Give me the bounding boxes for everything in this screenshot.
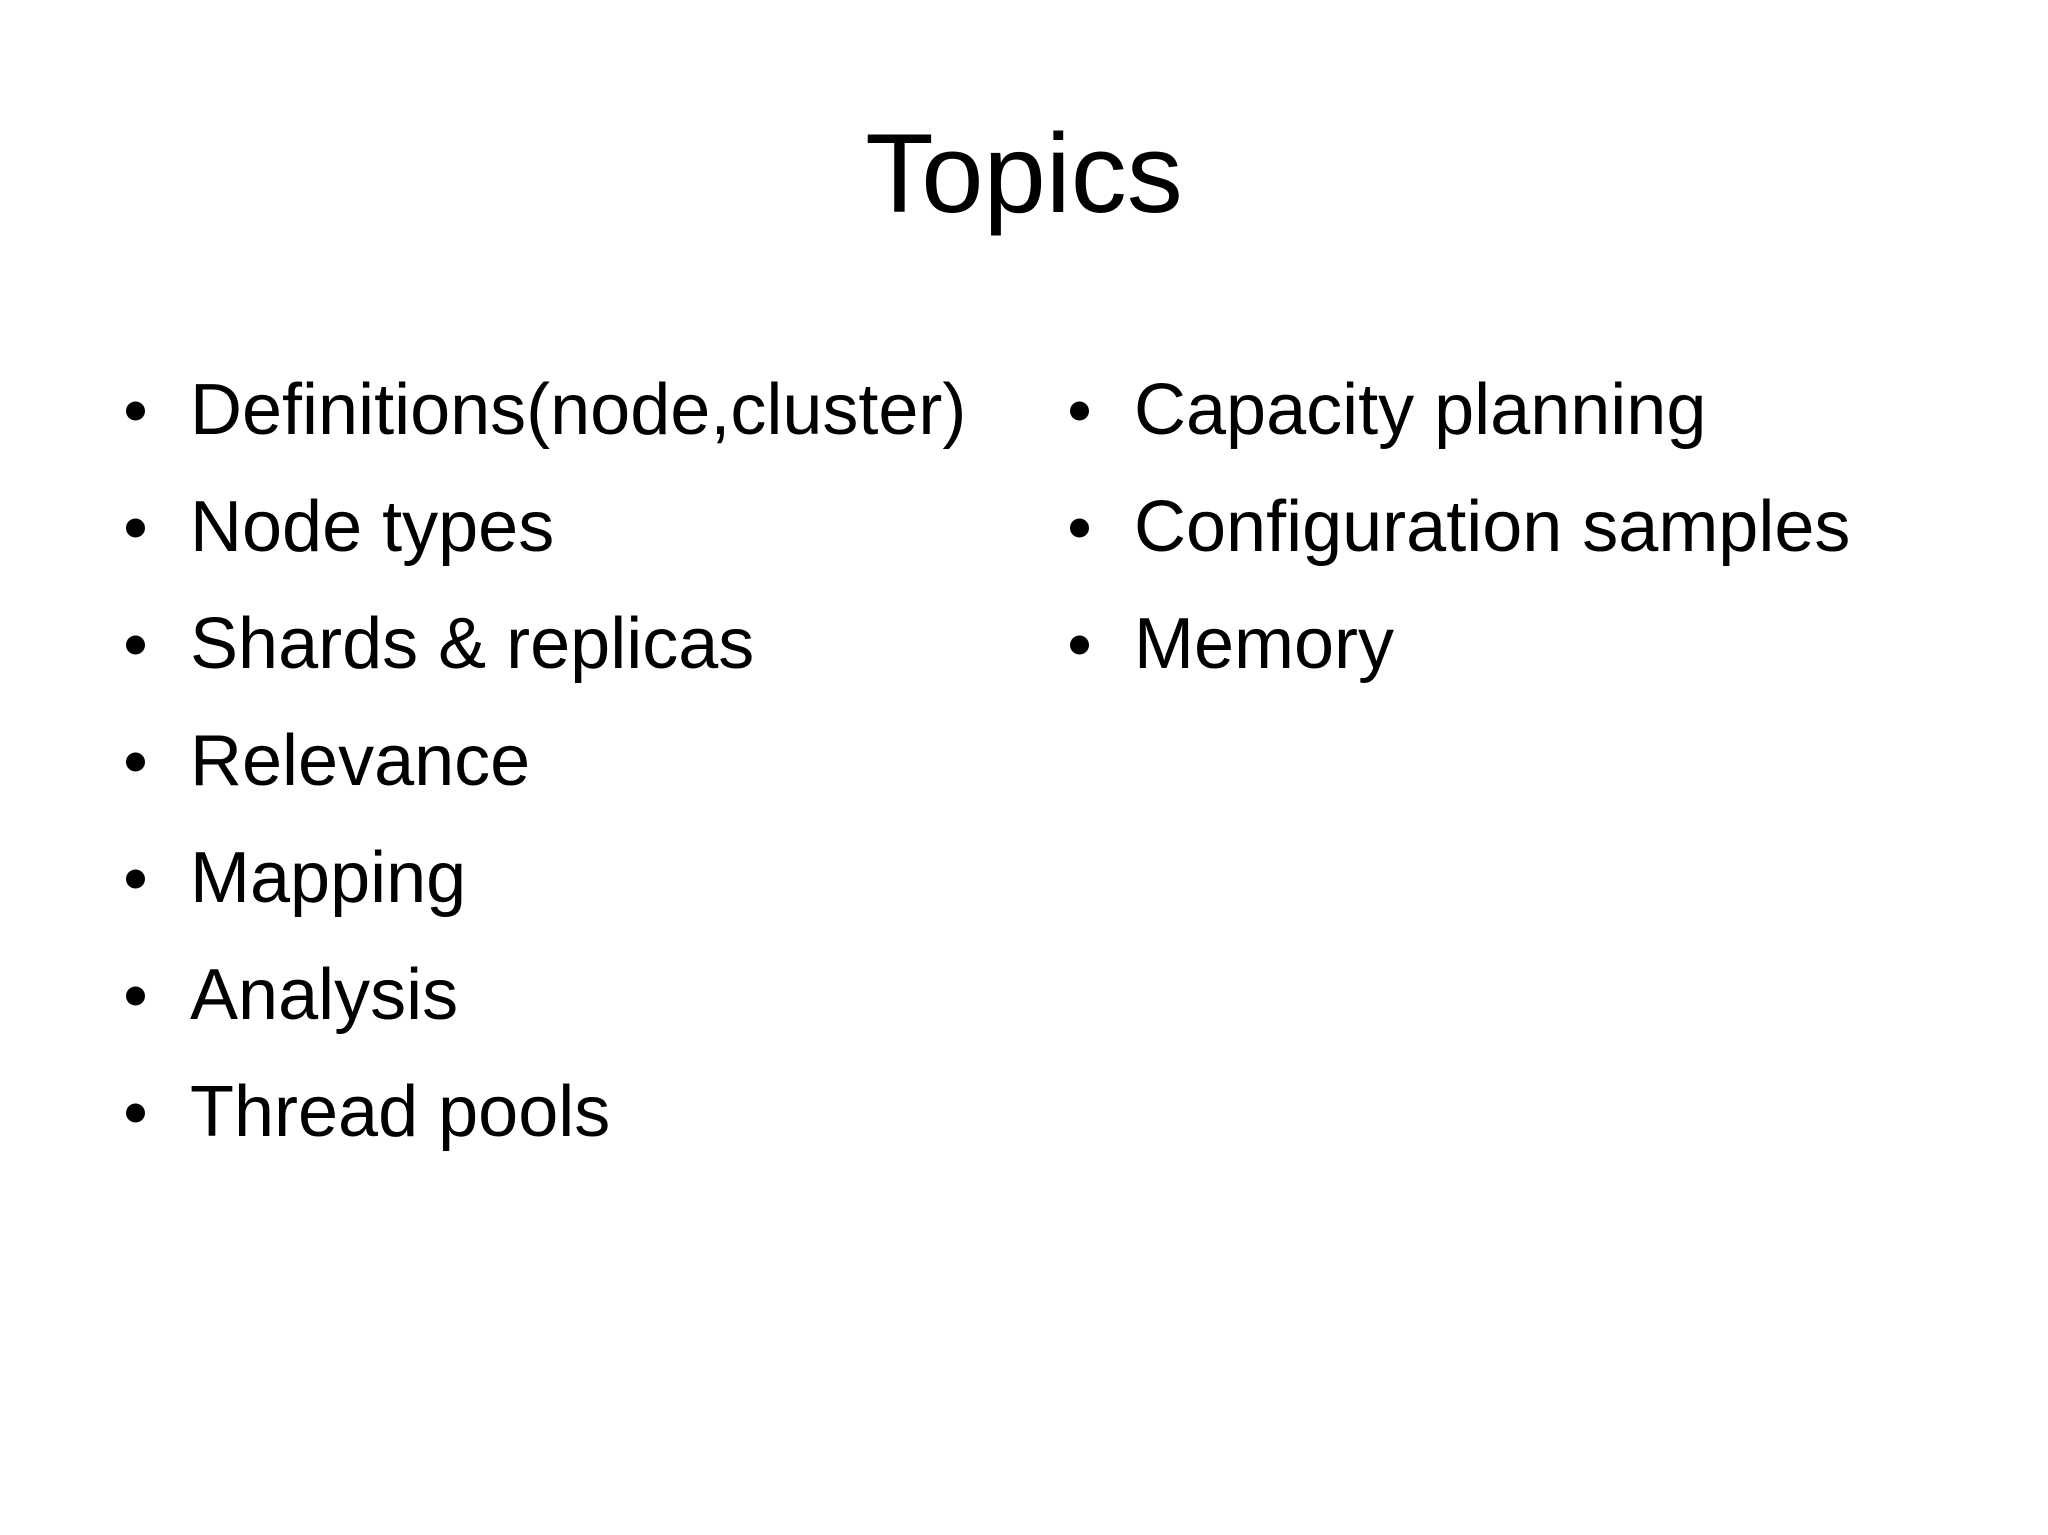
list-item-label: Mapping xyxy=(190,838,467,918)
list-item[interactable]: Capacity planning xyxy=(1062,352,2048,469)
left-bullet-list: Definitions(node,cluster) Node types Sha… xyxy=(118,352,1040,1171)
bullet-point-icon xyxy=(126,401,145,420)
list-item-label: Capacity planning xyxy=(1134,370,1707,450)
list-item-label: Configuration samples xyxy=(1134,487,1851,567)
bullet-point-icon xyxy=(126,1103,145,1122)
right-column: Capacity planning Configuration samples … xyxy=(1040,352,2048,703)
list-item-label: Thread pools xyxy=(190,1072,611,1152)
bullet-point-icon xyxy=(1070,518,1089,537)
list-item-label: Node types xyxy=(190,487,555,567)
bullet-point-icon xyxy=(1070,635,1089,654)
list-item[interactable]: Relevance xyxy=(118,703,1040,820)
list-item-label: Shards & replicas xyxy=(190,604,755,684)
list-item[interactable]: Thread pools xyxy=(118,1054,1040,1171)
bullet-point-icon xyxy=(126,752,145,771)
list-item[interactable]: Configuration samples xyxy=(1062,469,2048,586)
bullet-point-icon xyxy=(126,635,145,654)
list-item[interactable]: Definitions(node,cluster) xyxy=(118,352,1040,469)
list-item[interactable]: Memory xyxy=(1062,586,2048,703)
bullet-point-icon xyxy=(126,986,145,1005)
list-item-label: Analysis xyxy=(190,955,459,1035)
right-bullet-list: Capacity planning Configuration samples … xyxy=(1062,352,2048,703)
list-item[interactable]: Mapping xyxy=(118,820,1040,937)
bullet-point-icon xyxy=(126,518,145,537)
page-title: Topics xyxy=(865,111,1183,236)
left-column: Definitions(node,cluster) Node types Sha… xyxy=(0,352,1040,1171)
list-item-label: Relevance xyxy=(190,721,531,801)
list-item[interactable]: Shards & replicas xyxy=(118,586,1040,703)
bullet-point-icon xyxy=(1070,401,1089,420)
bullet-point-icon xyxy=(126,869,145,888)
list-item-label: Memory xyxy=(1134,604,1395,684)
list-item[interactable]: Analysis xyxy=(118,937,1040,1054)
list-item-label: Definitions(node,cluster) xyxy=(190,370,967,450)
slide-body: Definitions(node,cluster) Node types Sha… xyxy=(0,352,2048,1452)
list-item[interactable]: Node types xyxy=(118,469,1040,586)
